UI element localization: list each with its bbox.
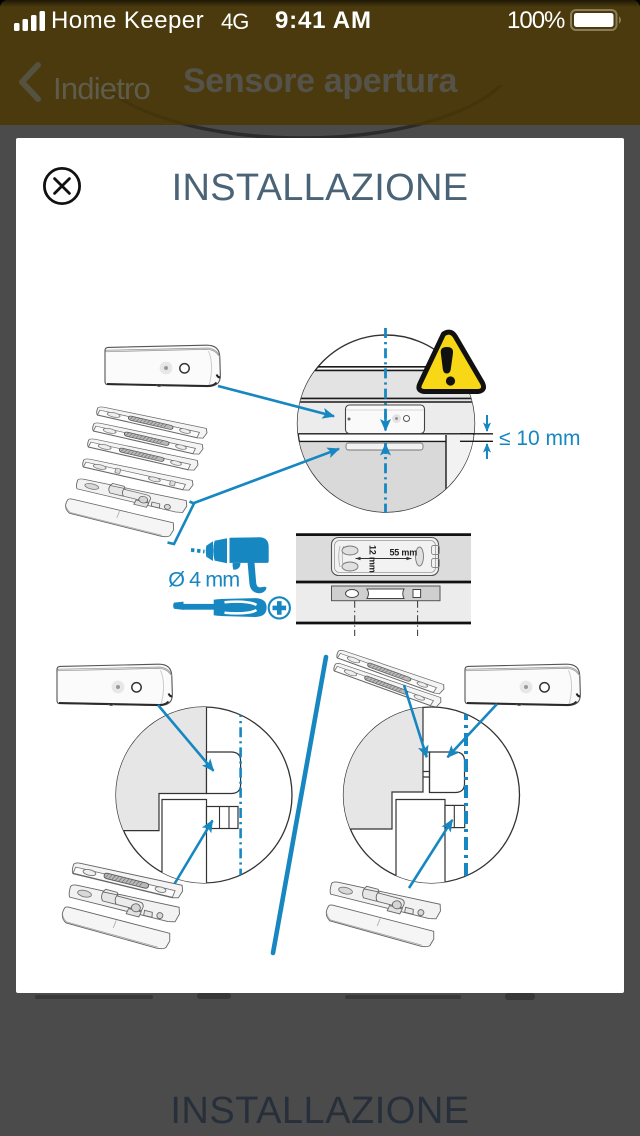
svg-text:55 mm: 55 mm [390, 548, 418, 558]
svg-text:Ø 4 mm: Ø 4 mm [168, 568, 239, 592]
svg-text:≤ 10 mm: ≤ 10 mm [499, 427, 581, 450]
svg-text:12 mm: 12 mm [368, 545, 378, 573]
